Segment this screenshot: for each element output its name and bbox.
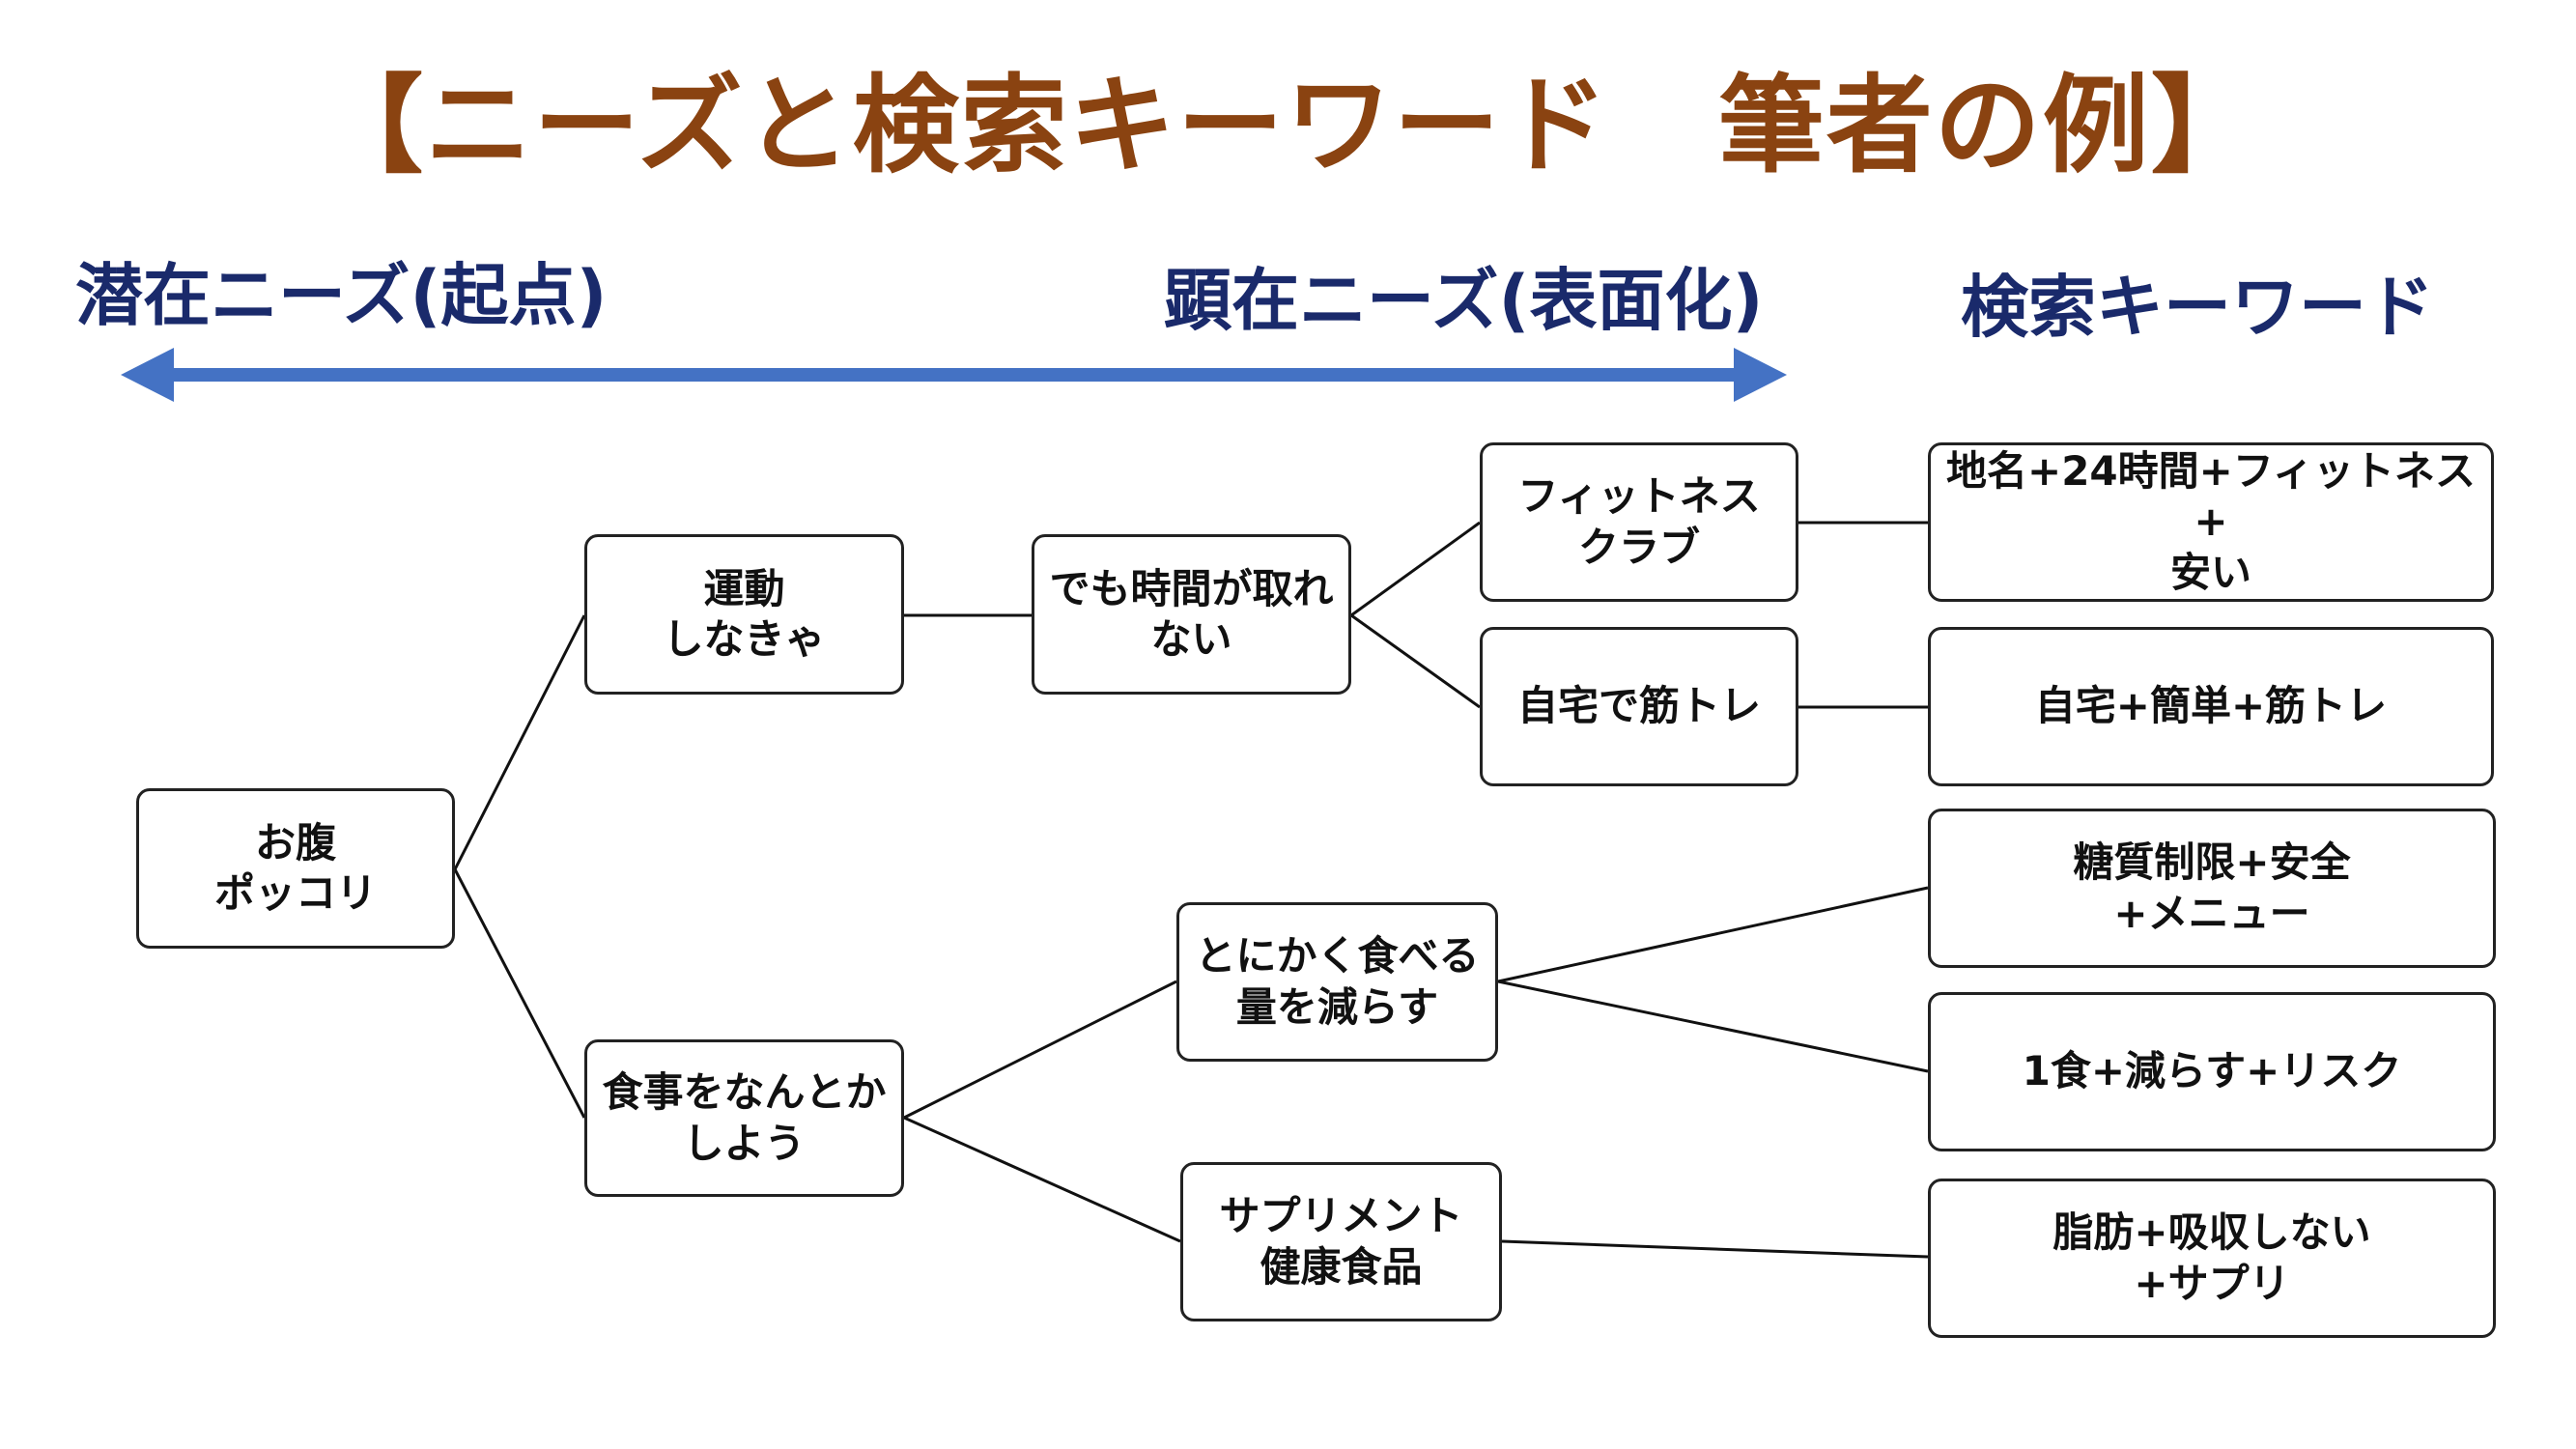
node-fix-diet: 食事をなんとか しよう	[584, 1039, 904, 1197]
node-need-exercise: 運動 しなきゃ	[584, 534, 904, 695]
double-arrow	[121, 348, 1787, 402]
connector-eat-less-sugar	[1497, 886, 1929, 983]
connector-diet-supplement	[903, 1116, 1181, 1243]
keyword-home-training: 自宅+簡単+筋トレ	[1928, 627, 2494, 786]
heading-manifest-needs: 顕在ニーズ(表面化)	[1164, 261, 1764, 340]
connector-root-diet	[453, 868, 586, 1119]
node-eat-less: とにかく食べる 量を減らす	[1176, 902, 1498, 1062]
heading-search-keywords: 検索キーワード	[1961, 268, 2434, 347]
connector-diet-eat-less	[903, 980, 1177, 1120]
arrow-head-left	[121, 348, 174, 402]
connector-supplement-fat	[1501, 1239, 1929, 1259]
keyword-sugar-restriction: 糖質制限+安全 +メニュー	[1928, 809, 2496, 968]
connector-root-exercise	[453, 614, 586, 870]
connector-no-time-club	[1350, 521, 1481, 617]
connector-no-time-home	[1350, 613, 1481, 709]
arrow-head-right	[1734, 348, 1787, 402]
node-home-training: 自宅で筋トレ	[1480, 627, 1798, 786]
node-fitness-club: フィットネス クラブ	[1480, 442, 1798, 602]
keyword-fitness: 地名+24時間+フィットネス+ 安い	[1928, 442, 2494, 602]
page-title: 【ニーズと検索キーワード 筆者の例】	[317, 64, 2259, 187]
keyword-one-meal: 1食+減らす+リスク	[1928, 992, 2496, 1151]
heading-latent-needs: 潜在ニーズ(起点)	[75, 256, 608, 335]
node-supplement: サプリメント 健康食品	[1180, 1162, 1502, 1321]
keyword-fat-supplement: 脂肪+吸収しない +サプリ	[1928, 1179, 2496, 1338]
connector-eat-less-meal	[1497, 980, 1929, 1073]
node-belly-bulge: お腹 ポッコリ	[136, 788, 455, 949]
node-no-time: でも時間が取れ ない	[1032, 534, 1351, 695]
